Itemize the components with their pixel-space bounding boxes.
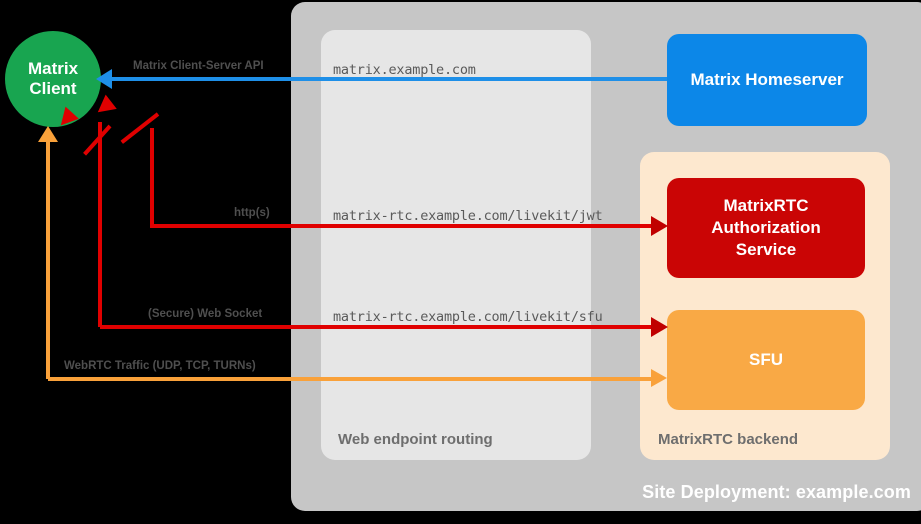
connector-livekit-sfu-riser <box>98 122 102 327</box>
connector-livekit-jwt-line <box>152 224 652 228</box>
node-matrix-client[interactable]: Matrix Client <box>5 31 101 127</box>
connector-livekit-sfu-line <box>100 325 652 329</box>
container-web-endpoint-routing: Web endpoint routing <box>321 30 591 460</box>
node-matrix-homeserver[interactable]: Matrix Homeserver <box>667 34 867 126</box>
node-matrixrtc-authorization-service[interactable]: MatrixRTC Authorization Service <box>667 178 865 278</box>
arrowhead-webrtc-sfu-icon <box>651 369 667 387</box>
link-label-livekit-jwt-protocol: http(s) <box>234 207 270 219</box>
link-label-matrix-cs-api-protocol: Matrix Client-Server API <box>133 60 264 72</box>
arrowhead-livekit-jwt-service-icon <box>651 216 668 236</box>
web-endpoint-routing-label: Web endpoint routing <box>338 431 493 448</box>
matrix-homeserver-label: Matrix Homeserver <box>690 70 844 89</box>
arrowhead-matrix-cs-api-icon <box>96 69 112 89</box>
connector-matrix-cs-api-line <box>110 77 667 81</box>
link-label-matrix-cs-api-endpoint: matrix.example.com <box>333 62 476 78</box>
matrixrtc-backend-label: MatrixRTC backend <box>658 431 799 448</box>
connector-webrtc-line <box>48 377 652 381</box>
matrix-client-label-line1: Matrix <box>27 58 79 78</box>
link-label-livekit-jwt-endpoint: matrix-rtc.example.com/livekit/jwt <box>333 208 603 224</box>
auth-service-label-line2: Authorization <box>711 217 821 237</box>
arrowhead-webrtc-client-icon <box>38 126 58 142</box>
arrowhead-livekit-sfu-node-icon <box>651 317 668 337</box>
connector-livekit-jwt-riser <box>150 128 154 228</box>
site-deployment-label: Site Deployment: example.com <box>642 482 911 502</box>
matrix-client-label-line2: Client <box>29 79 77 98</box>
link-label-livekit-sfu-endpoint: matrix-rtc.example.com/livekit/sfu <box>333 309 603 325</box>
connector-webrtc-riser <box>46 140 50 379</box>
node-sfu[interactable]: SFU <box>667 310 865 410</box>
link-label-webrtc-protocol: WebRTC Traffic (UDP, TCP, TURNs) <box>64 360 256 372</box>
auth-service-label-line3: Service <box>735 240 797 260</box>
auth-service-label-line1: MatrixRTC <box>723 195 809 215</box>
sfu-label: SFU <box>749 350 783 369</box>
link-label-livekit-sfu-protocol: (Secure) Web Socket <box>148 308 263 320</box>
